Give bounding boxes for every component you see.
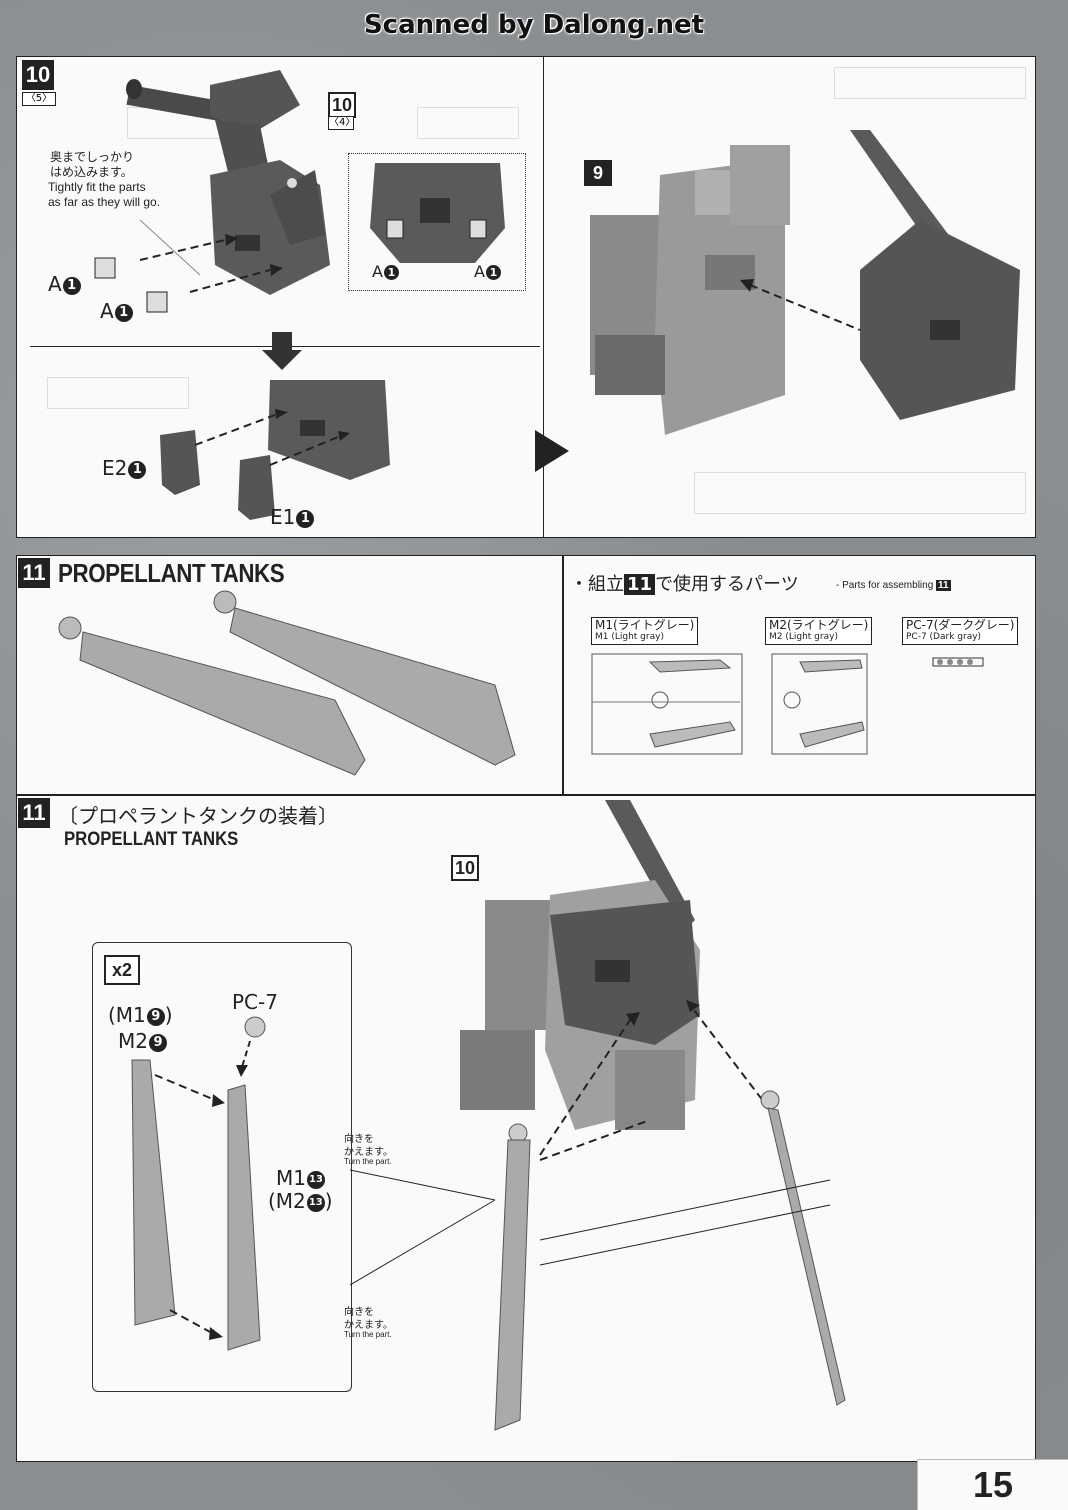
step11-panel <box>16 555 563 795</box>
step9-ref-badge: 9 <box>584 160 612 186</box>
part-a-num: 1 <box>114 303 133 322</box>
note-jp-1: 奥までしっかり <box>50 150 135 164</box>
down-arrow <box>262 332 302 370</box>
ghost-show-through <box>834 67 1026 99</box>
step10-badge: 10 <box>22 60 54 90</box>
part-e2-letter: E2 <box>102 456 128 480</box>
parts-heading-en: - Parts for assembling 11 <box>836 580 951 591</box>
step11-title: PROPELLANT TANKS <box>58 558 285 588</box>
assembly-arrows <box>94 219 283 313</box>
label-m2-13-text: (M2 <box>268 1189 306 1213</box>
label-m2-13-num: 13 <box>306 1193 325 1212</box>
back-view-illustration <box>370 163 505 263</box>
label-m2-9-num: 9 <box>148 1033 167 1052</box>
label-m1-9-close: ) <box>164 1003 173 1027</box>
part-a-num: 1 <box>62 276 81 295</box>
runner-pc7-jp: PC-7(ダークグレー) <box>906 618 1015 632</box>
runner-m2-jp: M2(ライトグレー) <box>769 618 869 632</box>
play-arrow <box>535 430 569 472</box>
part-a-letter: A <box>100 299 114 323</box>
ghost-show-through <box>47 377 189 409</box>
runner-pc7-en: PC-7 (Dark gray) <box>906 632 982 642</box>
step10-panel <box>16 56 545 538</box>
step11b-title-jp: 〔プロペラントタンクの装着〕 <box>58 804 338 828</box>
part-a-letter: A <box>474 262 485 281</box>
turn-note-2-en: Turn the part. <box>344 1330 392 1339</box>
step11b-badge: 11 <box>18 798 50 828</box>
step11-badge: 11 <box>18 558 50 588</box>
parts-list-panel <box>563 555 1036 795</box>
part-e2-num: 1 <box>128 460 147 479</box>
part-e1-letter: E1 <box>270 505 296 529</box>
label-m1-13-text: M1 <box>276 1166 306 1190</box>
page-number: 15 <box>917 1459 1068 1510</box>
runner-m2-en: M2 (Light gray) <box>769 632 838 642</box>
runner-pc7: PC-7(ダークグレー) PC-7 (Dark gray) <box>902 617 1019 645</box>
step10-sub: 〈5〉 <box>22 92 56 106</box>
turn-note-1-jp-2: かえます。 <box>344 1147 393 1158</box>
label-m1-13-num: 13 <box>306 1170 325 1189</box>
turn-note-1-jp-1: 向きを <box>344 1134 374 1145</box>
part-a-letter: A <box>48 272 62 296</box>
label-m2-9-text: M2 <box>118 1029 148 1053</box>
parts-heading-en-num: 11 <box>936 580 951 591</box>
runner-m1-jp: M1(ライトグレー) <box>595 618 695 632</box>
step10-cannon-illustration <box>126 70 330 295</box>
runner-m1-en: M1 (Light gray) <box>595 632 664 642</box>
step11b-title-en: PROPELLANT TANKS <box>64 829 239 850</box>
parts-heading-jp-pre: ・組立 <box>570 574 624 595</box>
tank-attach-illustration <box>350 1000 846 1431</box>
step10-ref-badge: 10 <box>328 92 356 118</box>
runner-m1-sprue <box>591 653 743 755</box>
runner-pc7-sprue <box>932 657 984 667</box>
tank-parts-illustration <box>131 1016 266 1351</box>
runner-m2: M2(ライトグレー) M2 (Light gray) <box>765 617 873 645</box>
part-a-letter: A <box>372 262 383 281</box>
parts-heading-jp-post: で使用するパーツ <box>655 574 799 595</box>
label-m2-13-close: ) <box>324 1189 333 1213</box>
turn-note-1-en: Turn the part. <box>344 1157 392 1166</box>
part-a-num: 1 <box>485 265 501 280</box>
note-jp-2: はめ込みます。 <box>50 165 133 179</box>
robot-torso-illustration <box>590 145 790 435</box>
cannon-illustration-right <box>740 130 1020 420</box>
robot-with-cannon-illustration <box>460 800 700 1130</box>
label-m1-9-text: (M1 <box>108 1003 146 1027</box>
step10-ref-sub: 〈4〉 <box>328 116 356 130</box>
label-pc7: PC-7 <box>232 990 278 1014</box>
turn-note-2-jp-2: かえます。 <box>344 1320 393 1331</box>
runner-m1: M1(ライトグレー) M1 (Light gray) <box>591 617 699 645</box>
ghost-show-through <box>694 472 1026 514</box>
label-m1-9-num: 9 <box>146 1007 165 1026</box>
x2-badge: x2 <box>104 955 140 985</box>
part-e1-num: 1 <box>296 509 315 528</box>
parts-heading-en-text: - Parts for assembling <box>836 580 934 591</box>
step11b-ref-badge: 10 <box>451 855 479 881</box>
note-en-1: Tightly fit the parts <box>48 180 146 194</box>
runner-m2-sprue <box>771 653 868 755</box>
parts-heading-num: 11 <box>624 574 656 595</box>
turn-note-2-jp-1: 向きを <box>344 1307 374 1318</box>
watermark-text: Scanned by Dalong.net <box>363 10 705 40</box>
part-a-num: 1 <box>383 265 399 280</box>
tank-illustrations <box>58 590 516 776</box>
step10-lower-illustration <box>160 380 390 520</box>
note-en-2: as far as they will go. <box>48 195 161 209</box>
ghost-show-through <box>417 107 519 139</box>
